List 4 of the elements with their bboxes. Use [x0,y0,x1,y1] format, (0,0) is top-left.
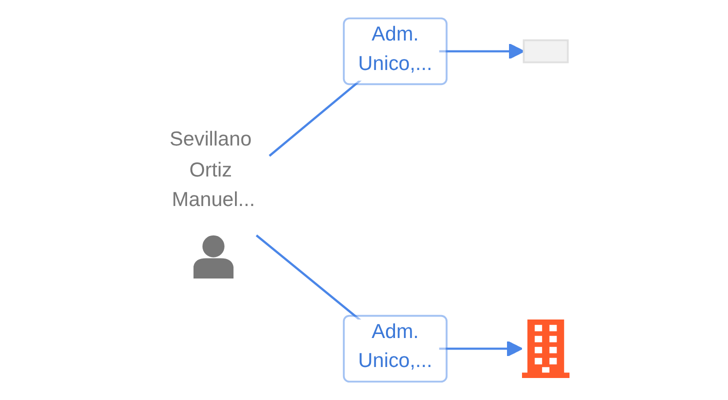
node-box [522,39,569,64]
node-picture [522,319,570,378]
edge-label: Adm. Unico,... [342,314,448,383]
edge-label: Adm. Unico,... [342,17,448,86]
